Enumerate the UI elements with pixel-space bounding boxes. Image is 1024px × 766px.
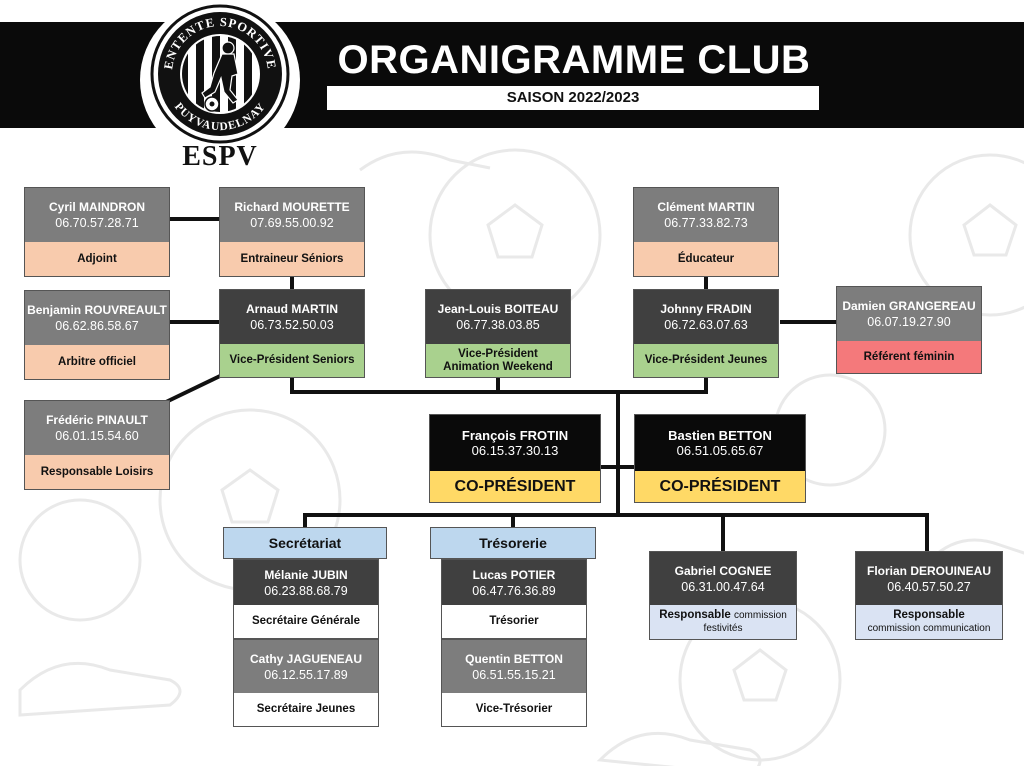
- person-name: Arnaud MARTIN: [246, 302, 338, 316]
- season-label: SAISON 2022/2023: [327, 86, 819, 110]
- person-role: Secrétaire Jeunes: [234, 693, 378, 726]
- section-secretariat: Secrétariat: [223, 527, 387, 559]
- org-box-grangereau: Damien GRANGEREAU 06.07.19.27.90 Référent…: [836, 286, 982, 374]
- person-name: Richard MOURETTE: [234, 200, 350, 214]
- person-name: Cyril MAINDRON: [48, 200, 145, 214]
- football-boot-icon: [596, 731, 762, 766]
- org-box-mourette: Richard MOURETTE 07.69.55.00.92 Entraineu…: [219, 187, 365, 277]
- person-phone: 06.47.76.36.89: [472, 583, 556, 598]
- person-role: Vice-Président Seniors: [220, 344, 364, 377]
- person-phone: 06.51.55.15.21: [472, 667, 556, 682]
- section-tresorerie: Trésorerie: [430, 527, 596, 559]
- role-main: Responsable: [659, 609, 731, 621]
- person-phone: 06.07.19.27.90: [867, 315, 951, 329]
- person-phone: 06.51.05.65.67: [676, 443, 764, 458]
- person-name: Cathy JAGUENEAU: [249, 651, 363, 666]
- person-role: Trésorier: [442, 605, 586, 638]
- person-role: Vice-Président Animation Weekend: [426, 344, 570, 377]
- person-phone: 06.72.63.07.63: [664, 318, 748, 332]
- person-role: Entraineur Séniors: [220, 242, 364, 276]
- football-boot-icon: [18, 661, 182, 717]
- person-role: Vice-Trésorier: [442, 693, 586, 726]
- person-phone: 07.69.55.00.92: [250, 216, 334, 230]
- club-logo: ENTENTE SPORTIVE PUYVAUDELNAY: [150, 4, 290, 144]
- page-title: ORGANIGRAMME CLUB: [337, 38, 811, 82]
- person-name: Lucas POTIER: [472, 567, 556, 582]
- person-name: Damien GRANGEREAU: [842, 299, 976, 313]
- person-phone: 06.70.57.28.71: [55, 216, 139, 230]
- org-box-amartin: Arnaud MARTIN 06.73.52.50.03 Vice-Préside…: [219, 289, 365, 378]
- person-role: CO-PRÉSIDENT: [430, 471, 600, 502]
- soccer-ball-icon: [18, 498, 142, 622]
- person-role: CO-PRÉSIDENT: [635, 471, 805, 502]
- soccer-ball-icon: [204, 96, 220, 112]
- person-role: Référent féminin: [837, 341, 981, 373]
- person-role: Vice-Président Jeunes: [634, 344, 778, 377]
- role-detail: commission communication: [867, 623, 991, 634]
- role-main: Responsable: [893, 609, 965, 621]
- person-name: François FROTIN: [461, 428, 569, 443]
- person-phone: 06.12.55.17.89: [264, 667, 348, 682]
- person-name: Johnny FRADIN: [660, 302, 752, 316]
- logo-letters: ESPV: [182, 141, 258, 172]
- person-phone: 06.40.57.50.27: [887, 579, 971, 594]
- org-box-fradin: Johnny FRADIN 06.72.63.07.63 Vice-Préside…: [633, 289, 779, 378]
- person-phone: 06.77.33.82.73: [664, 216, 748, 230]
- person-name: Quentin BETTON: [465, 651, 563, 666]
- person-phone: 06.31.00.47.64: [681, 579, 765, 594]
- person-role: Secrétaire Générale: [234, 605, 378, 638]
- person-phone: 06.01.15.54.60: [55, 429, 139, 443]
- person-phone: 06.77.38.03.85: [456, 318, 540, 332]
- org-box-rouvreault: Benjamin ROUVREAULT 06.62.86.58.67 Arbitr…: [24, 290, 170, 380]
- soccer-ball-icon: [908, 153, 1024, 317]
- org-box-maindron: Cyril MAINDRON 06.70.57.28.71 Adjoint: [24, 187, 170, 277]
- org-box-pinault: Frédéric PINAULT 06.01.15.54.60 Responsab…: [24, 400, 170, 490]
- person-name: Gabriel COGNEE: [674, 563, 772, 578]
- person-role: Adjoint: [25, 242, 169, 276]
- person-name: Mélanie JUBIN: [264, 567, 348, 582]
- person-phone: 06.73.52.50.03: [250, 318, 334, 332]
- person-role: Éducateur: [634, 242, 778, 276]
- org-box-boiteau: Jean-Louis BOITEAU 06.77.38.03.85 Vice-Pr…: [425, 289, 571, 378]
- person-phone: 06.23.88.68.79: [264, 583, 348, 598]
- person-role: Responsable commission festivités: [650, 605, 796, 639]
- person-name: Benjamin ROUVREAULT: [27, 303, 167, 317]
- role-detail: commission festivités: [703, 610, 787, 634]
- person-role: Responsable Loisirs: [25, 455, 169, 489]
- person-phone: 06.15.37.30.13: [471, 443, 559, 458]
- person-phone: 06.62.86.58.67: [55, 319, 139, 333]
- person-name: Frédéric PINAULT: [46, 413, 148, 427]
- org-box-cmartin: Clément MARTIN 06.77.33.82.73 Éducateur: [633, 187, 779, 277]
- person-role: Responsable commission communication: [856, 605, 1002, 639]
- footballer-icon: [201, 41, 239, 104]
- person-name: Bastien BETTON: [668, 428, 772, 443]
- football-boot-icon: [359, 150, 491, 172]
- person-name: Florian DEROUINEAU: [866, 563, 991, 578]
- person-name: Jean-Louis BOITEAU: [437, 302, 559, 316]
- person-name: Clément MARTIN: [657, 200, 755, 214]
- person-role: Arbitre officiel: [25, 345, 169, 379]
